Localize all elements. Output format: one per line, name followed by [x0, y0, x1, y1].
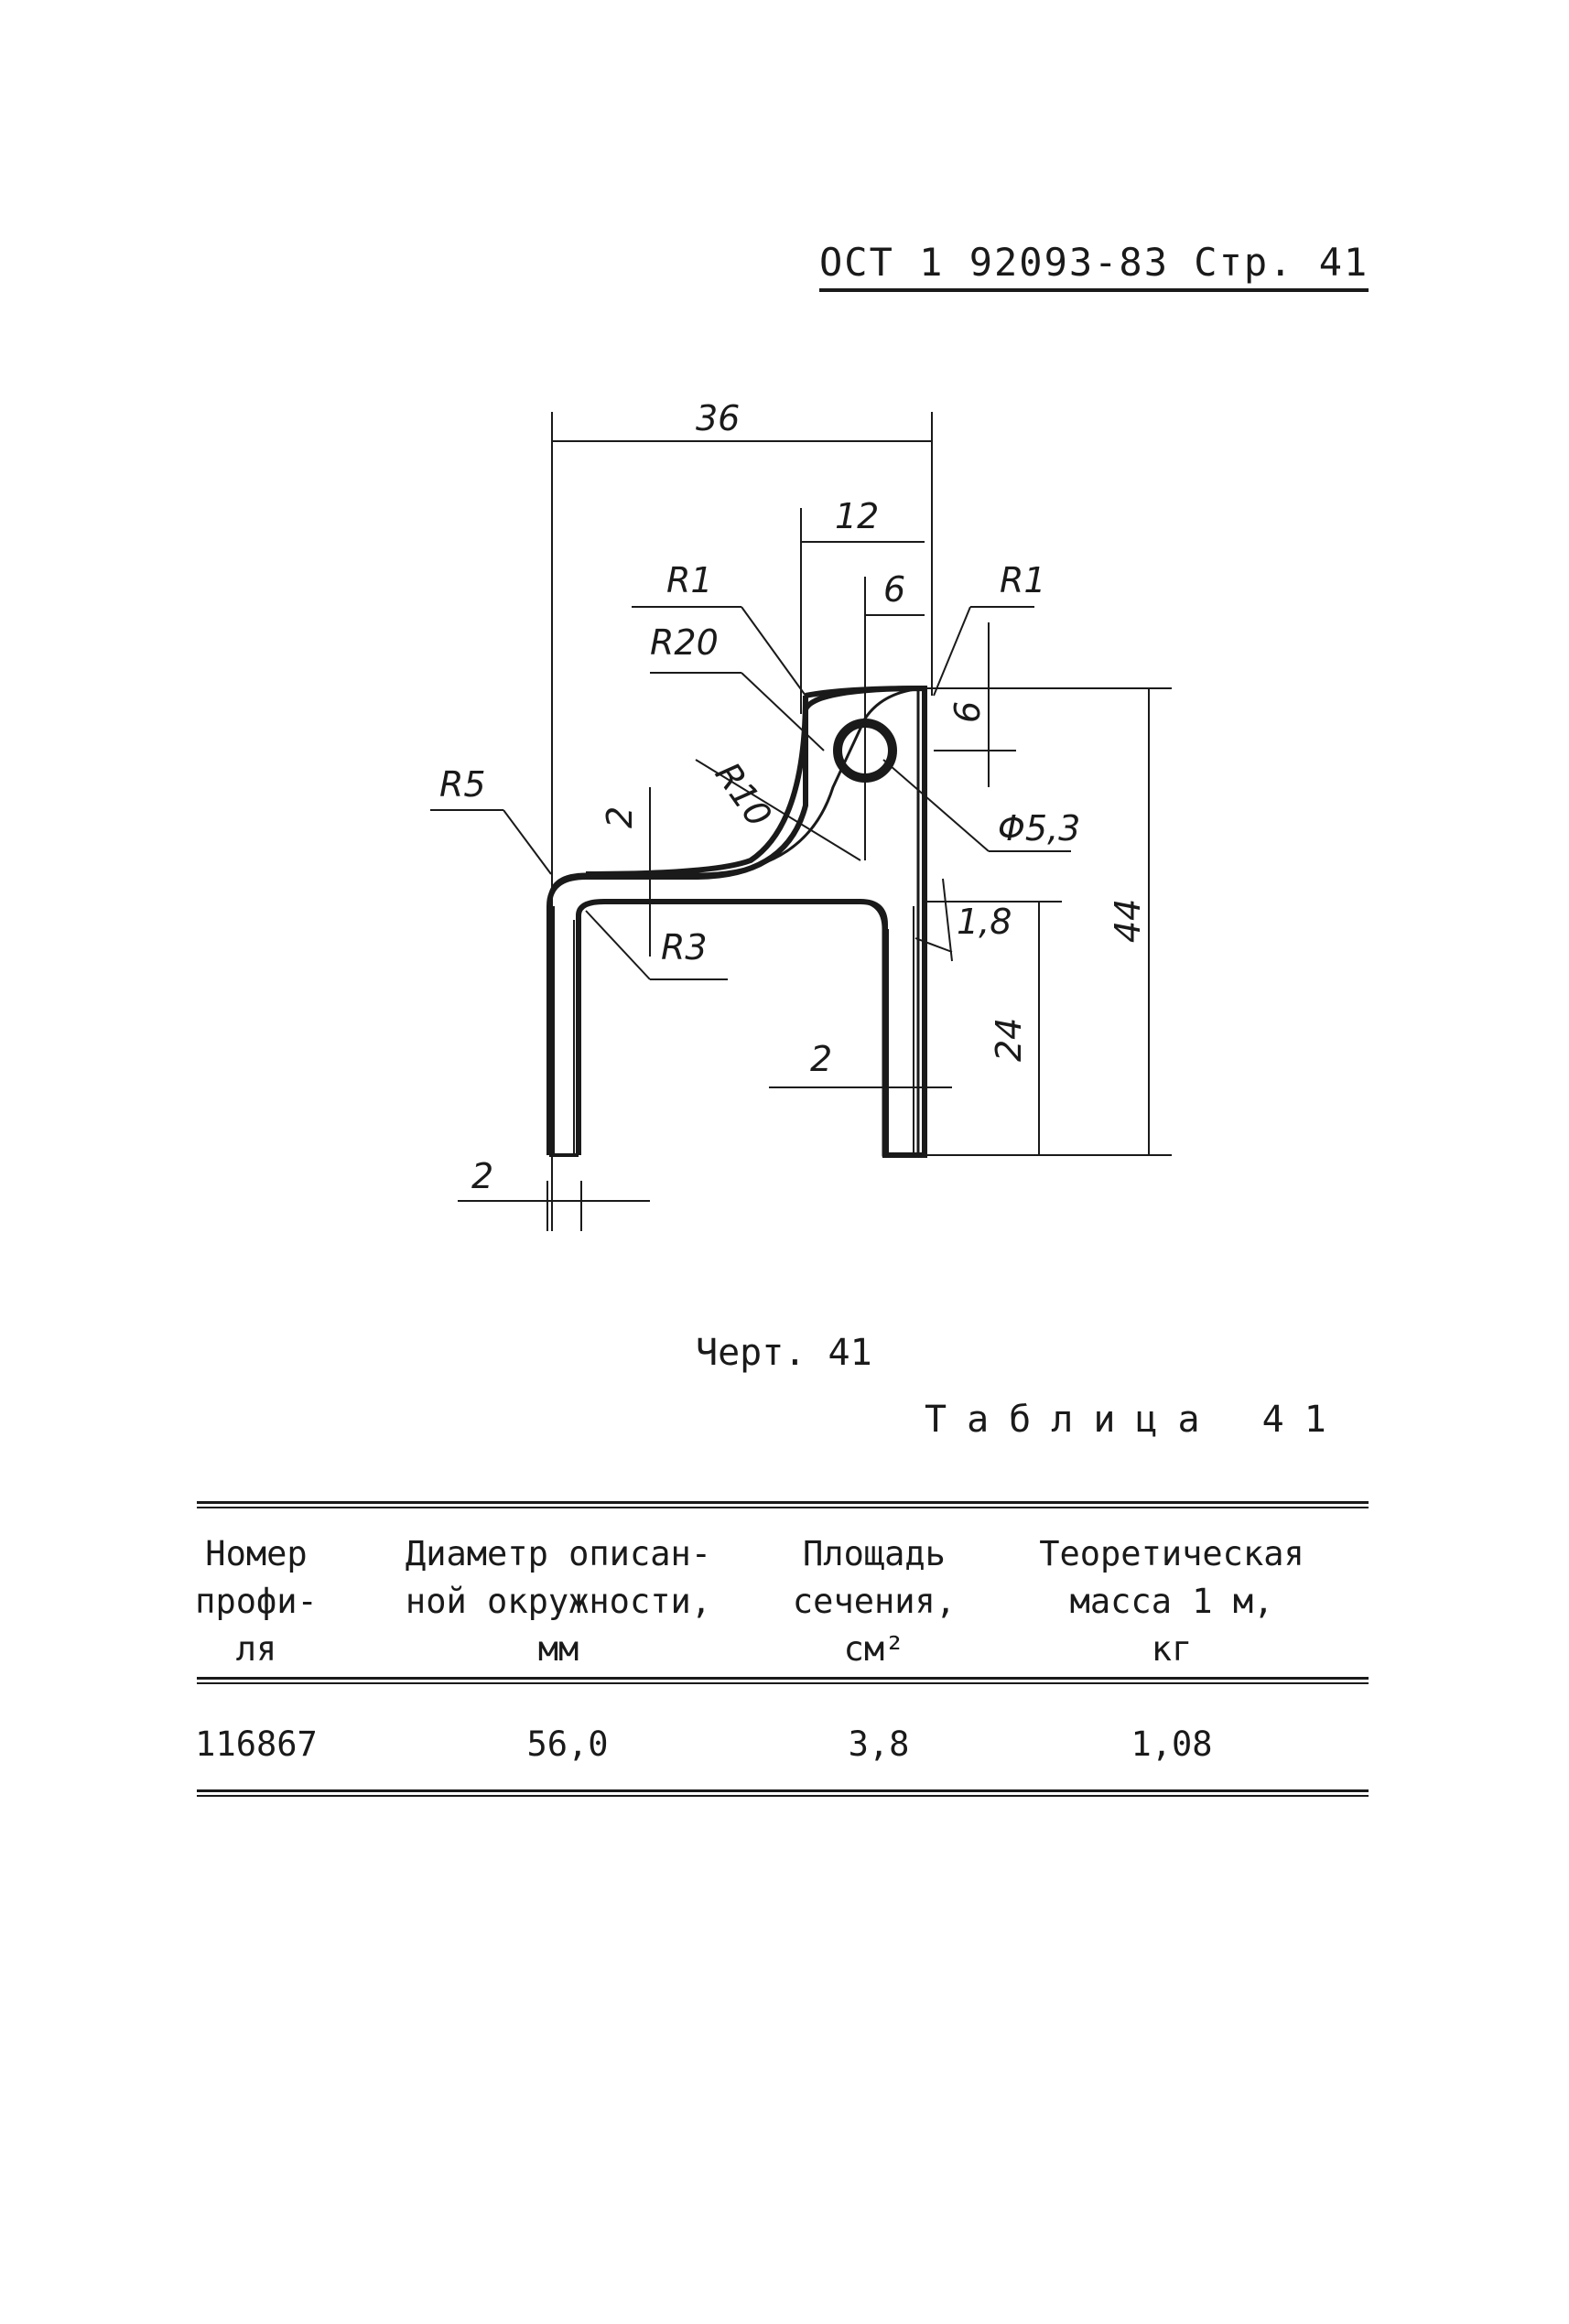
dim-2-bottom: 2 [471, 1156, 493, 1196]
table-row-diameter: 56,0 [526, 1724, 609, 1764]
dim-12: 12 [835, 496, 879, 536]
dim-6-side: 6 [947, 701, 988, 723]
profile-drawing: 36 12 6 R1 R1 R20 6 R10 R5 2 Φ5,3 R3 1,8… [430, 398, 1172, 1231]
dim-r3: R3 [661, 927, 708, 967]
table-header-area: Площадь сечения, см² [792, 1534, 957, 1669]
dim-2-vertical: 2 [600, 806, 640, 828]
dim-r10: R10 [708, 755, 780, 834]
dim-1-8: 1,8 [957, 902, 1012, 942]
table-header-mass: Теоретическая масса 1 м, кг [1039, 1534, 1304, 1669]
table-header-rule [197, 1677, 1369, 1684]
dim-phi: Φ5,3 [998, 808, 1080, 849]
table-top-rule [197, 1501, 1369, 1508]
dim-44: 44 [1108, 899, 1148, 943]
dim-r1-right: R1 [1000, 560, 1046, 600]
table-row-area: 3,8 [848, 1724, 910, 1764]
dim-36: 36 [696, 398, 740, 438]
table-header-diameter: Диаметр описан- ной окружности, мм [405, 1534, 712, 1669]
r20-curve [585, 695, 808, 877]
table-row-number: 116867 [195, 1724, 318, 1764]
main-outline-thick [546, 685, 927, 1158]
table-header-number: Номер профи- ля [195, 1534, 318, 1669]
dim-r20: R20 [650, 622, 719, 663]
table-label: Таблица 41 [925, 1399, 1347, 1441]
dim-24: 24 [989, 1018, 1029, 1062]
dim-r5: R5 [439, 764, 486, 805]
table-row-mass: 1,08 [1131, 1724, 1213, 1764]
dim-r1-left: R1 [666, 560, 713, 600]
dim-2-inner: 2 [810, 1039, 832, 1079]
dim-6-top: 6 [883, 569, 905, 610]
figure-caption: Черт. 41 [696, 1332, 872, 1374]
table-bottom-rule [197, 1789, 1369, 1797]
profile-inner-fill [553, 906, 914, 1153]
document-header: ОСТ 1 92093-83 Стр. 41 [819, 240, 1369, 292]
